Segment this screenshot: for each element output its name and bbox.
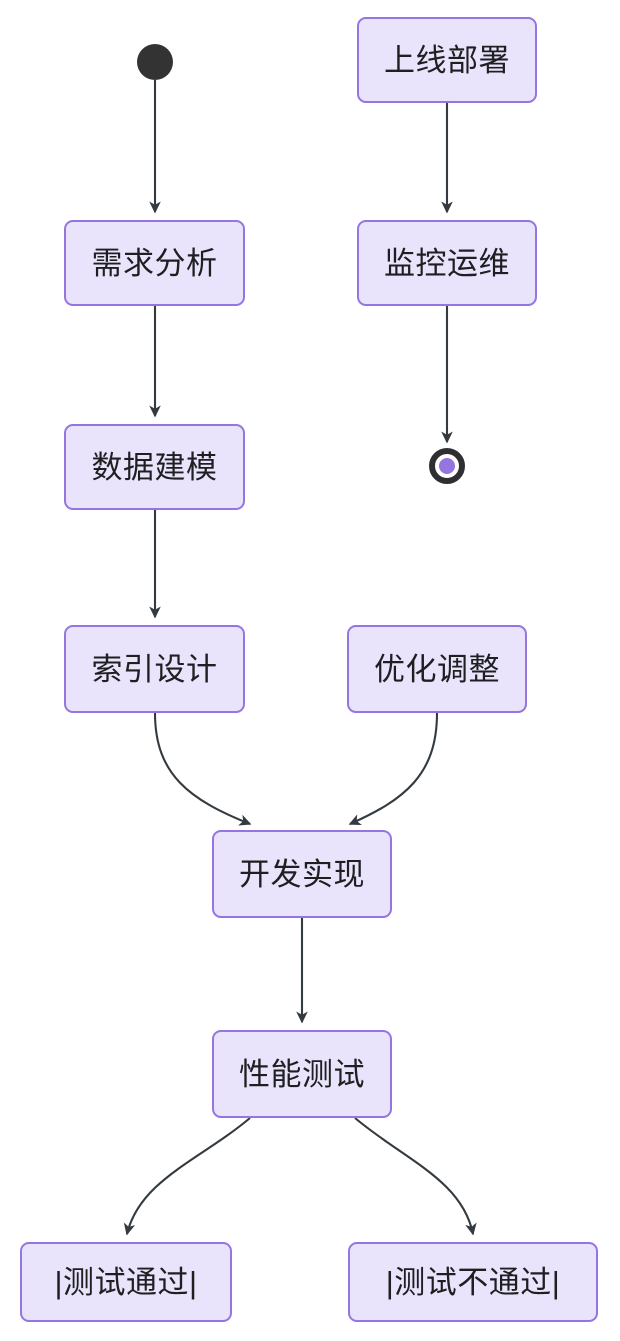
node-performance-test-label: 性能测试 [239,1056,365,1092]
node-requirement-analysis-label: 需求分析 [91,245,218,281]
node-development-label: 开发实现 [239,856,365,892]
node-requirement-analysis[interactable]: 需求分析 [64,220,245,306]
node-index-design-label: 索引设计 [91,651,218,687]
node-test-failed-label: |测试不通过| [385,1264,561,1300]
node-optimization[interactable]: 优化调整 [347,625,527,713]
start-node[interactable] [137,44,173,80]
node-test-failed[interactable]: |测试不通过| [348,1242,598,1322]
end-node[interactable] [429,448,465,484]
node-optimization-label: 优化调整 [374,651,500,687]
node-index-design[interactable]: 索引设计 [64,625,245,713]
node-test-passed-label: |测试通过| [54,1264,198,1300]
edge-optimize-to-develop [348,712,439,826]
node-monitoring-ops-label: 监控运维 [384,245,510,281]
node-development[interactable]: 开发实现 [212,830,392,918]
end-node-center-dot [439,458,455,474]
edge-index-to-develop [153,712,252,826]
node-performance-test[interactable]: 性能测试 [212,1030,392,1118]
node-deploy[interactable]: 上线部署 [357,17,537,103]
node-data-modeling-label: 数据建模 [91,449,218,485]
edge-perftest-to-fail [354,1117,477,1236]
node-deploy-label: 上线部署 [384,42,510,78]
edge-perftest-to-pass [123,1117,251,1236]
node-data-modeling[interactable]: 数据建模 [64,424,245,510]
node-test-passed[interactable]: |测试通过| [20,1242,232,1322]
node-monitoring-ops[interactable]: 监控运维 [357,220,537,306]
